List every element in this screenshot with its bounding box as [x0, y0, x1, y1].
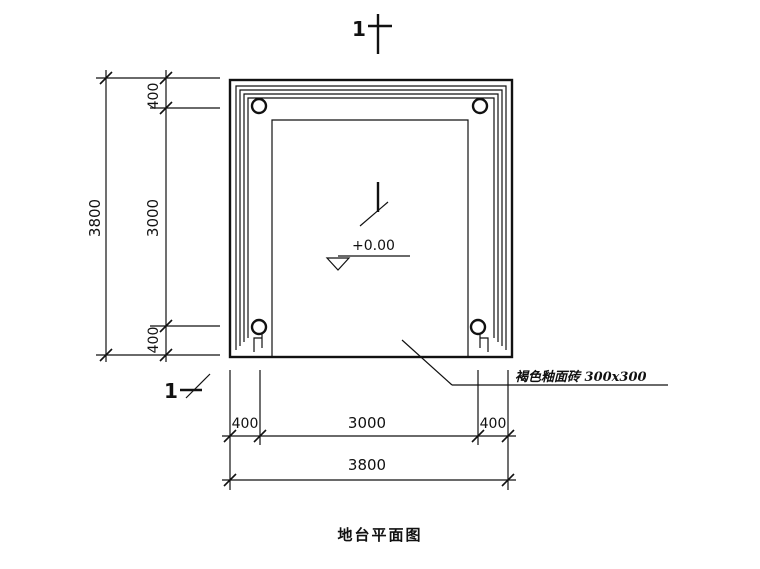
vertical-dimensions: 3800 400 3000 400: [86, 70, 220, 362]
post-bottom-right: [469, 318, 487, 336]
dim-horizontal-total: 3800: [348, 456, 386, 474]
section-mark-top-label: 1: [352, 17, 366, 41]
post-top-left: [250, 97, 268, 115]
section-mark-left: 1: [164, 373, 211, 403]
horizontal-dimensions: 400 3000 400 3800: [222, 370, 516, 490]
material-note: 褐色釉面砖 300x300: [515, 369, 647, 385]
dim-horizontal-left: 400: [232, 416, 259, 432]
dim-horizontal-middle: 3000: [348, 414, 386, 432]
section-mark-top: 1: [352, 14, 392, 54]
corner-posts: [250, 97, 489, 336]
section-cut-center: [359, 182, 389, 227]
post-top-right: [471, 97, 489, 115]
elevation-label: +0.00: [352, 238, 395, 254]
material-leader: 褐色釉面砖 300x300: [401, 339, 668, 386]
dim-vertical-total: 3800: [86, 199, 104, 237]
dim-horizontal-right: 400: [480, 416, 507, 432]
drawing-caption: 地台平面图: [337, 526, 422, 544]
elevation-marker: +0.00: [325, 238, 410, 271]
platform-outline: [228, 78, 514, 359]
dim-vertical-top: 400: [146, 83, 162, 110]
post-bottom-left: [250, 318, 268, 336]
section-mark-left-label: 1: [164, 379, 178, 403]
dim-vertical-middle: 3000: [144, 199, 162, 237]
dim-vertical-bottom: 400: [146, 327, 162, 354]
